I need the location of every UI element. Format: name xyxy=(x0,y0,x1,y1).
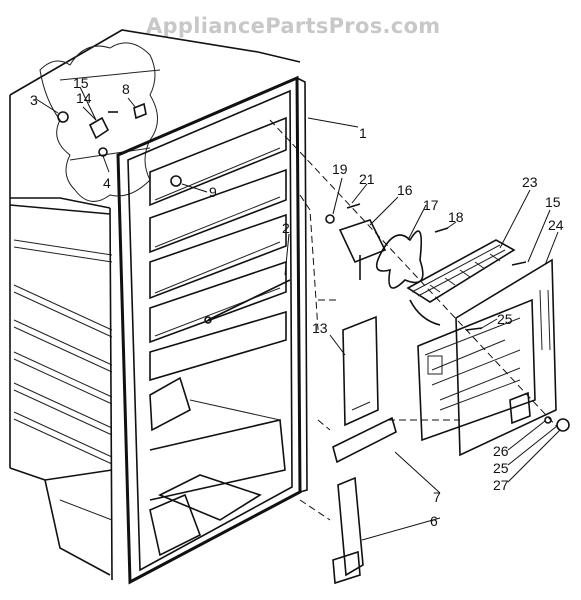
callout-2: 2 xyxy=(282,220,290,236)
callout-25-lower: 25 xyxy=(493,460,509,476)
callout-15-left: 15 xyxy=(73,75,89,91)
thermostat-control-parts xyxy=(57,102,182,187)
callout-24: 24 xyxy=(548,217,564,233)
callout-6: 6 xyxy=(430,513,438,529)
callout-labels: 1 2 3 4 6 7 8 9 13 14 15 15 16 17 18 19 … xyxy=(30,75,564,529)
duct-part-6 xyxy=(332,476,364,585)
watermark: AppliancePartsPros.com xyxy=(146,14,440,38)
duct-part-7 xyxy=(332,416,397,464)
fan-motor-assembly xyxy=(325,203,449,289)
control-housing xyxy=(417,298,536,442)
callout-7: 7 xyxy=(433,489,441,505)
callout-13: 13 xyxy=(312,320,328,336)
screw-27 xyxy=(556,418,570,432)
callout-4: 4 xyxy=(103,175,111,191)
side-ribs xyxy=(13,239,113,465)
callout-16: 16 xyxy=(397,182,413,198)
screw-21 xyxy=(346,203,361,209)
callout-18: 18 xyxy=(448,209,464,225)
screw-15-right xyxy=(511,261,527,266)
callout-23: 23 xyxy=(522,174,538,190)
leader-lines xyxy=(35,86,561,541)
fan-blade-17 xyxy=(375,230,424,289)
grommet-19 xyxy=(325,214,335,224)
wire-part-2 xyxy=(207,279,291,321)
rear-panel-24 xyxy=(455,258,557,457)
callout-9: 9 xyxy=(209,184,217,200)
callout-27: 27 xyxy=(493,477,509,493)
callout-15-right: 15 xyxy=(545,194,561,210)
callout-1: 1 xyxy=(359,125,367,141)
fan-bracket-16 xyxy=(338,219,387,264)
interior-shelves xyxy=(149,116,287,382)
evaporator-cover-23 xyxy=(406,239,516,326)
callout-3: 3 xyxy=(30,92,38,108)
control-part-14 xyxy=(88,116,110,140)
refrigerator-liner xyxy=(9,29,301,581)
screw-part-3 xyxy=(57,111,69,123)
callout-14: 14 xyxy=(76,90,92,106)
sensor-part-9 xyxy=(170,175,182,187)
callout-17: 17 xyxy=(423,197,439,213)
routing-lines xyxy=(269,119,561,521)
callout-25-upper: 25 xyxy=(497,311,513,327)
crisper-area xyxy=(149,376,286,557)
screw-25-upper xyxy=(465,327,483,331)
callout-8: 8 xyxy=(122,81,130,97)
panel-13 xyxy=(342,315,379,427)
callout-21: 21 xyxy=(359,171,375,187)
clip-part-8 xyxy=(133,102,147,120)
callout-26: 26 xyxy=(493,443,509,459)
liner-front-frame xyxy=(116,75,308,585)
callout-19: 19 xyxy=(332,161,348,177)
